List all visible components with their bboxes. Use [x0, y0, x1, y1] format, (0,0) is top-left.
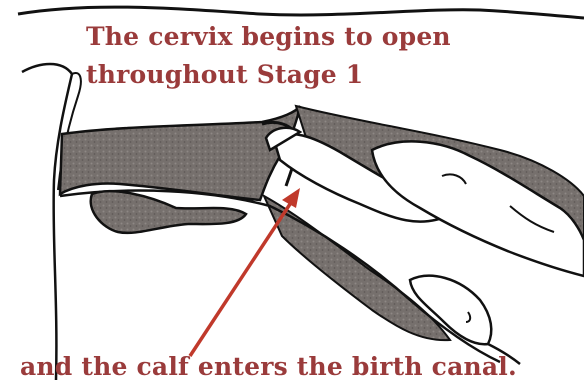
caption-top-line-1: The cervix begins to open [86, 22, 451, 51]
caption-top-line-2: throughout Stage 1 [86, 60, 363, 89]
caption-bottom: and the calf enters the birth canal. [20, 352, 517, 381]
upper-tissue [60, 106, 300, 200]
tail-outline [22, 64, 72, 380]
back-outline [18, 7, 584, 18]
